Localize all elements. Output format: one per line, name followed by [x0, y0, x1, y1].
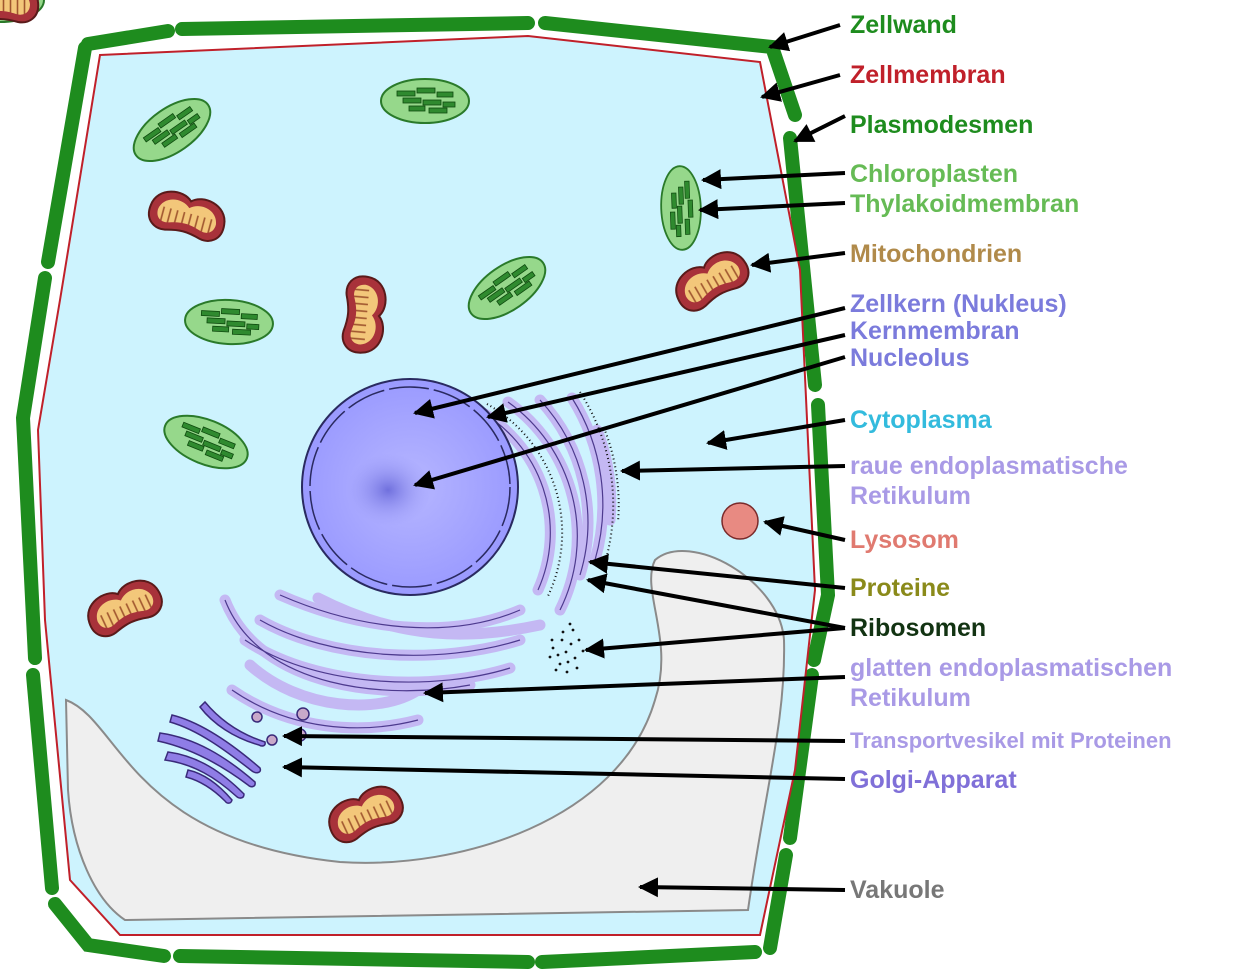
- label-vakuole: Vakuole: [850, 876, 945, 904]
- label-proteine: Proteine: [850, 574, 950, 602]
- label-glattes-er-1: glatten endoplasmatischen: [850, 654, 1172, 682]
- label-nucleolus: Nucleolus: [850, 344, 969, 372]
- label-golgi: Golgi-Apparat: [850, 766, 1017, 794]
- label-mitochondrien: Mitochondrien: [850, 240, 1022, 268]
- label-lysosom: Lysosom: [850, 526, 959, 554]
- label-cytoplasma: Cytoplasma: [850, 406, 993, 434]
- label-glattes-er-2: Retikulum: [850, 684, 971, 712]
- nucleus: [302, 379, 518, 595]
- label-raues-er-1: raue endoplasmatische: [850, 452, 1128, 480]
- labels: Zellwand Zellmembran Plasmodesmen Chloro…: [850, 11, 1172, 904]
- mitochondrion: [0, 0, 38, 22]
- label-ribosomen: Ribosomen: [850, 614, 986, 642]
- label-thylakoidmembran: Thylakoidmembran: [850, 190, 1079, 218]
- label-transportvesikel: Transportvesikel mit Proteinen: [850, 728, 1172, 753]
- label-kernmembran: Kernmembran: [850, 317, 1020, 345]
- label-raues-er-2: Retikulum: [850, 482, 971, 510]
- lysosome: [722, 503, 758, 539]
- label-plasmodesmen: Plasmodesmen: [850, 111, 1033, 139]
- label-zellkern: Zellkern (Nukleus): [850, 290, 1067, 318]
- label-zellwand: Zellwand: [850, 11, 957, 39]
- label-chloroplasten: Chloroplasten: [850, 160, 1018, 188]
- label-zellmembran: Zellmembran: [850, 61, 1006, 89]
- nucleolus: [346, 454, 430, 526]
